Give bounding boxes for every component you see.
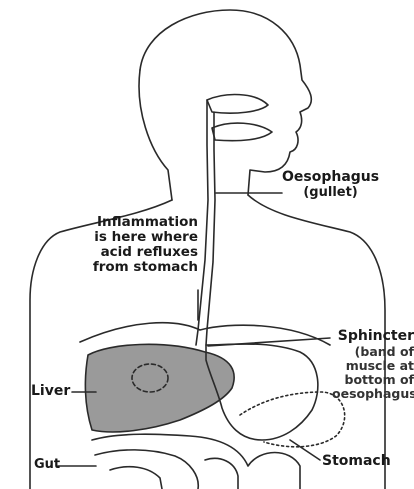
inflammation-label: Inflammation is here where acid refluxes… [60, 215, 198, 275]
intestine-loop-2 [110, 467, 162, 489]
oesophagus-label: Oesophagus (gullet) [282, 170, 379, 200]
inflammation-line-4: from stomach [60, 260, 198, 275]
intestines [92, 434, 300, 489]
sphincter-title: Sphincter [332, 329, 414, 345]
oesophagus-subtitle: (gullet) [282, 186, 379, 201]
nasal-cavity [207, 95, 268, 114]
intestine-loop-3 [205, 458, 238, 489]
liver [85, 344, 234, 432]
inflammation-line-2: is here where [60, 230, 198, 245]
stomach-leader [290, 440, 320, 460]
liver-label: Liver [31, 384, 70, 400]
oesophagus-title: Oesophagus [282, 170, 379, 186]
sphincter-desc-1: (band of [332, 345, 414, 359]
sphincter-label: Sphincter (band of muscle at bottom of o… [332, 329, 414, 401]
diaphragm [80, 323, 330, 345]
sphincter-desc-3: bottom of [332, 373, 414, 387]
pancreas [240, 392, 345, 447]
oral-cavity [212, 123, 272, 141]
inflammation-line-3: acid refluxes [60, 245, 198, 260]
stomach-label: Stomach [322, 454, 391, 470]
back-of-head [139, 70, 172, 200]
sphincter-desc-2: muscle at [332, 359, 414, 373]
gut-label: Gut [34, 458, 60, 473]
sphincter-desc-4: oesophagus) [332, 387, 414, 401]
inflammation-line-1: Inflammation [60, 215, 198, 230]
